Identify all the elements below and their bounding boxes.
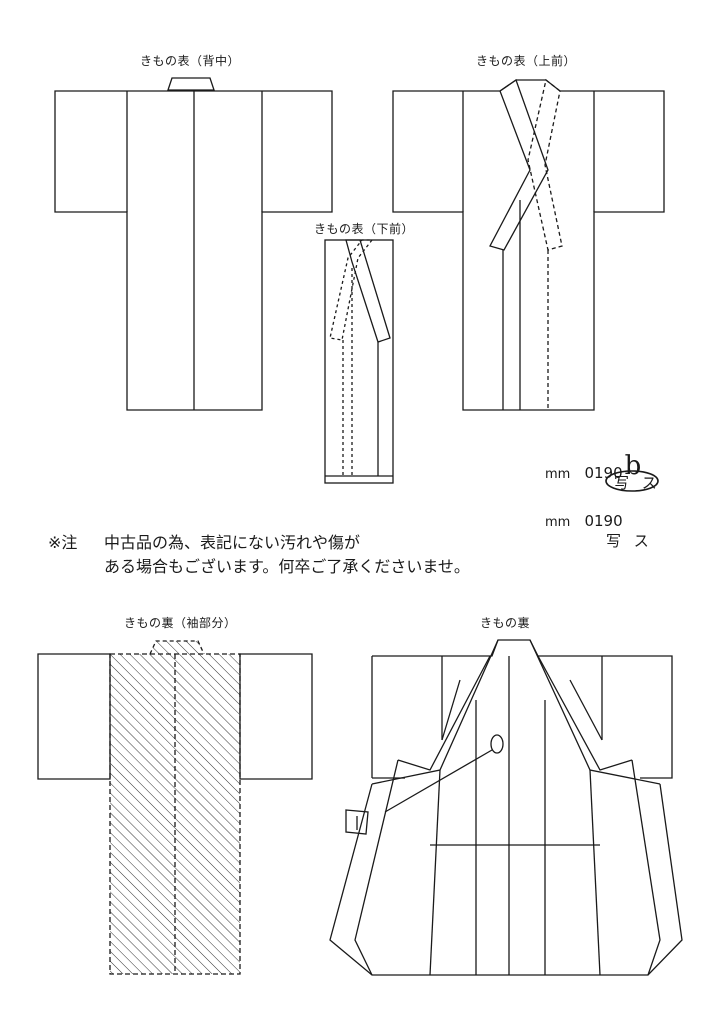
code-number: 0190 [584,464,623,482]
product-code-2-sub: 写 ス [606,532,653,550]
handwritten-mark: b [624,451,642,481]
note-line-1: 中古品の為、表記にない汚れや傷が [104,533,361,552]
kimono-lining-diagram [329,639,683,976]
product-code-2: mm 0190 [545,512,623,530]
note-line-2: ある場合もございます。何卒ご了承くださいませ。 [104,557,470,576]
label-kimono-back: きもの表（背中） [140,54,241,68]
code-prefix: mm [545,515,571,530]
kimono-front-upper-diagram [392,78,665,411]
label-kimono-front-upper: きもの表（上前） [476,54,577,68]
kimono-back-diagram [54,77,333,411]
label-kimono-front-lower: きもの表（下前） [314,222,415,236]
code-prefix: mm [545,467,571,482]
kimono-lining-sleeve-diagram [37,640,313,975]
label-kimono-lining-sleeve: きもの裏（袖部分） [124,616,237,630]
note-marker: ※注 [48,533,78,552]
product-code-1: mm 0190b [545,451,641,485]
code-number: 0190 [584,512,623,530]
hand-drawn-circle [605,470,659,492]
kimono-front-lower-diagram [324,239,394,484]
product-code-1-sub: 写 ス [614,474,661,492]
label-kimono-lining: きもの裏 [480,616,531,630]
